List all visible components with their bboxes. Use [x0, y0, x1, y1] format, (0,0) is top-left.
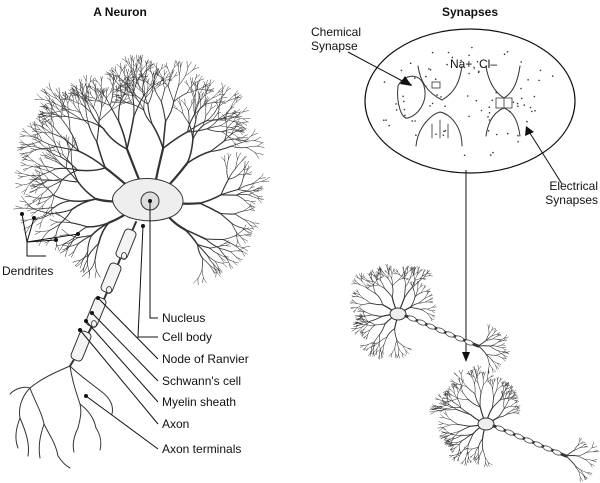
neuron-title: A Neuron: [93, 5, 147, 19]
synapses-title: Synapses: [442, 5, 498, 19]
label-ions: Na+, Cl–: [450, 57, 497, 71]
neuron-axon: [69, 221, 137, 367]
label-electrical-synapses-line1: Electrical: [549, 179, 598, 193]
label-schwanns-cell: Schwann's cell: [162, 374, 241, 388]
synapse-magnified-view: [364, 28, 576, 174]
neuron-leader-lines: [21, 201, 159, 450]
electrical-synapse-terminal: [485, 65, 521, 137]
small-neuron-pair: [349, 263, 600, 482]
label-chemical-synapse-line1: Chemical: [311, 25, 361, 39]
neuron-axon-terminals: [9, 365, 113, 469]
synapse-arrows: [347, 51, 563, 362]
label-axon: Axon: [162, 417, 189, 431]
label-nucleus: Nucleus: [162, 311, 205, 325]
neuron-leader-dots: [20, 199, 152, 398]
chemical-synapse-terminal: [415, 65, 463, 147]
neuron-dendrite-tree: [13, 54, 270, 286]
label-chemical-synapse-line2: Synapse: [311, 39, 358, 53]
label-dendrites: Dendrites: [2, 264, 53, 278]
label-node-of-ranvier: Node of Ranvier: [162, 352, 249, 366]
label-myelin-sheath: Myelin sheath: [162, 395, 236, 409]
label-electrical-synapses-line2: Synapses: [545, 193, 598, 207]
label-axon-terminals: Axon terminals: [162, 442, 241, 456]
neuron-cell-body: [112, 177, 184, 222]
label-cell-body: Cell body: [162, 330, 212, 344]
